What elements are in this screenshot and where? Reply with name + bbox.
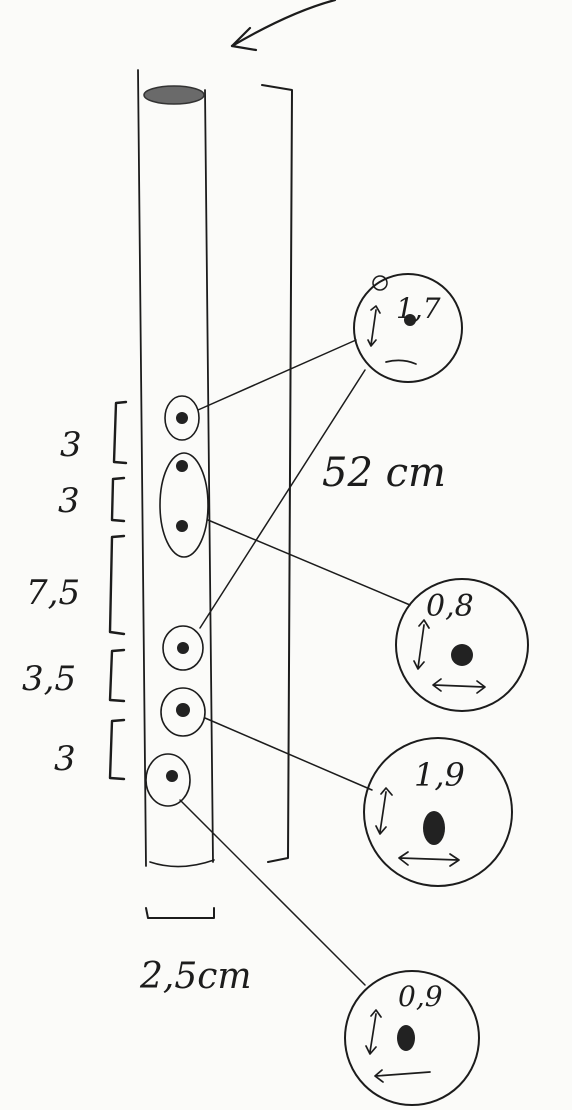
vertical-arrow-icon (367, 305, 381, 347)
hole-outline-4 (162, 625, 204, 671)
hole-size-label-4: 0,9 (398, 980, 443, 1013)
horizontal-arrow-icon (432, 678, 486, 694)
detail-hole-dot (397, 1025, 415, 1051)
horizontal-arrow-icon (398, 851, 460, 867)
finger-holes (145, 395, 209, 807)
vertical-arrow-icon (375, 787, 393, 835)
spacing-brackets (108, 400, 128, 781)
spacing-label-1: 3 (60, 425, 82, 465)
spacing-label-3: 7,5 (26, 573, 80, 613)
hole-size-label-1: 1,7 (396, 292, 441, 325)
finger-hole-4 (177, 642, 189, 654)
flute-tube (137, 69, 215, 868)
diameter-label: 2,5cm (139, 956, 252, 997)
vertical-arrow-icon (413, 619, 430, 670)
vertical-arrow-icon (365, 1009, 382, 1055)
spacing-label-2: 3 (58, 481, 80, 521)
hole-detail-4: 0,9 (344, 970, 480, 1106)
finger-hole-3 (176, 520, 188, 532)
spacing-label-5: 3 (54, 739, 76, 779)
tube-top-opening (143, 85, 205, 105)
horizontal-arrow-icon (374, 1069, 431, 1083)
diameter-bracket (145, 907, 215, 919)
finger-hole-1 (176, 412, 188, 424)
hole-outline-1 (164, 395, 200, 441)
finger-hole-5 (176, 703, 190, 717)
finger-hole-2 (176, 460, 188, 472)
hole-detail-2: 0,8 (395, 578, 529, 712)
hole-detail-3: 1,9 (363, 737, 513, 887)
detail-hole-dot (451, 644, 473, 666)
pointer-arrow (230, 0, 337, 52)
detail-hole-dot (404, 314, 416, 326)
length-bracket (261, 84, 293, 863)
hole-outline-double (159, 452, 209, 558)
horizontal-arrow-icon (385, 359, 417, 365)
leader-lines (179, 339, 411, 986)
finger-hole-6 (166, 770, 178, 782)
hole-outline-6 (145, 753, 191, 807)
hole-size-label-3: 1,9 (414, 756, 465, 794)
spacing-label-4: 3,5 (22, 659, 76, 699)
detail-hole-dot (423, 811, 445, 845)
hole-detail-1: 1,7 (353, 273, 463, 383)
hole-size-label-2: 0,8 (426, 589, 474, 624)
hole-outline-5 (160, 687, 206, 737)
length-label: 52 cm (322, 450, 446, 496)
small-ring-icon (372, 275, 388, 291)
